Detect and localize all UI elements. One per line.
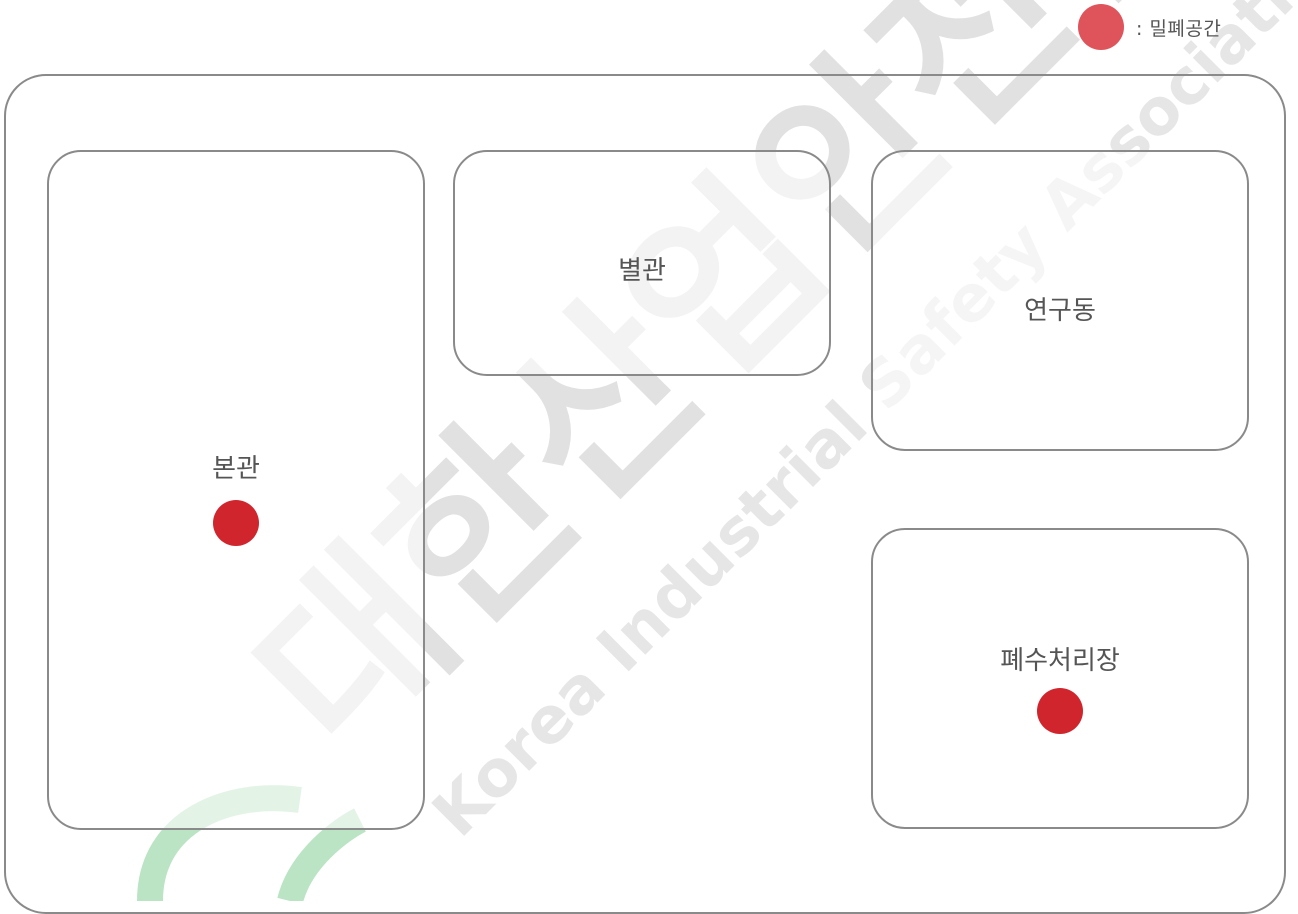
building-wastewater-label: 폐수처리장 bbox=[1000, 646, 1120, 676]
confined-space-marker-icon bbox=[1037, 688, 1083, 734]
building-research-label: 연구동 bbox=[1024, 296, 1096, 326]
building-main-label: 본관 bbox=[212, 454, 260, 484]
confined-space-marker-icon bbox=[213, 500, 259, 546]
building-research: 연구동 bbox=[871, 150, 1249, 451]
building-main: 본관 bbox=[47, 150, 425, 830]
building-wastewater: 폐수처리장 bbox=[871, 528, 1249, 829]
legend: : 밀폐공간 bbox=[1078, 4, 1222, 50]
legend-label: : 밀폐공간 bbox=[1136, 17, 1222, 40]
building-annex: 별관 bbox=[453, 150, 831, 376]
confined-space-legend-icon bbox=[1078, 4, 1124, 50]
building-annex-label: 별관 bbox=[618, 256, 666, 286]
